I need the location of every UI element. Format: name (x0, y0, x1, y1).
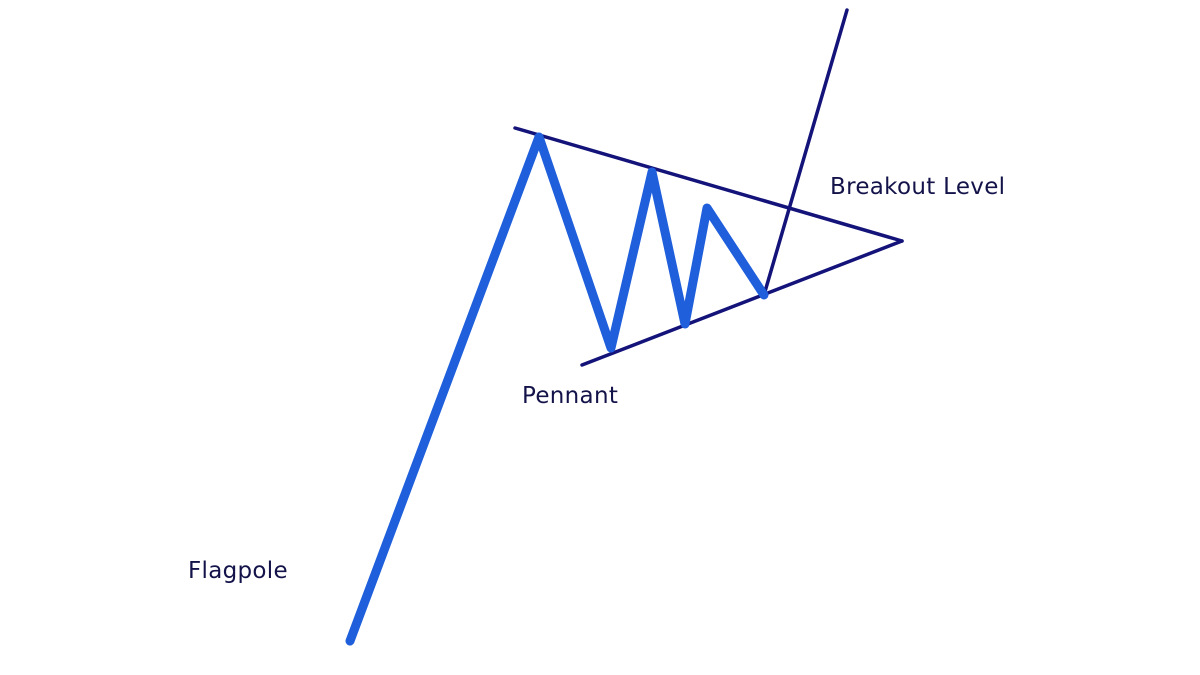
lower-trendline (580, 239, 904, 367)
breakout-line (762, 8, 849, 297)
upper-trendline (513, 126, 904, 243)
pennant-label: Pennant (522, 383, 619, 409)
flagpole-label: Flagpole (188, 558, 288, 584)
breakout-level-label: Breakout Level (830, 174, 1006, 200)
price-path (345, 132, 769, 646)
